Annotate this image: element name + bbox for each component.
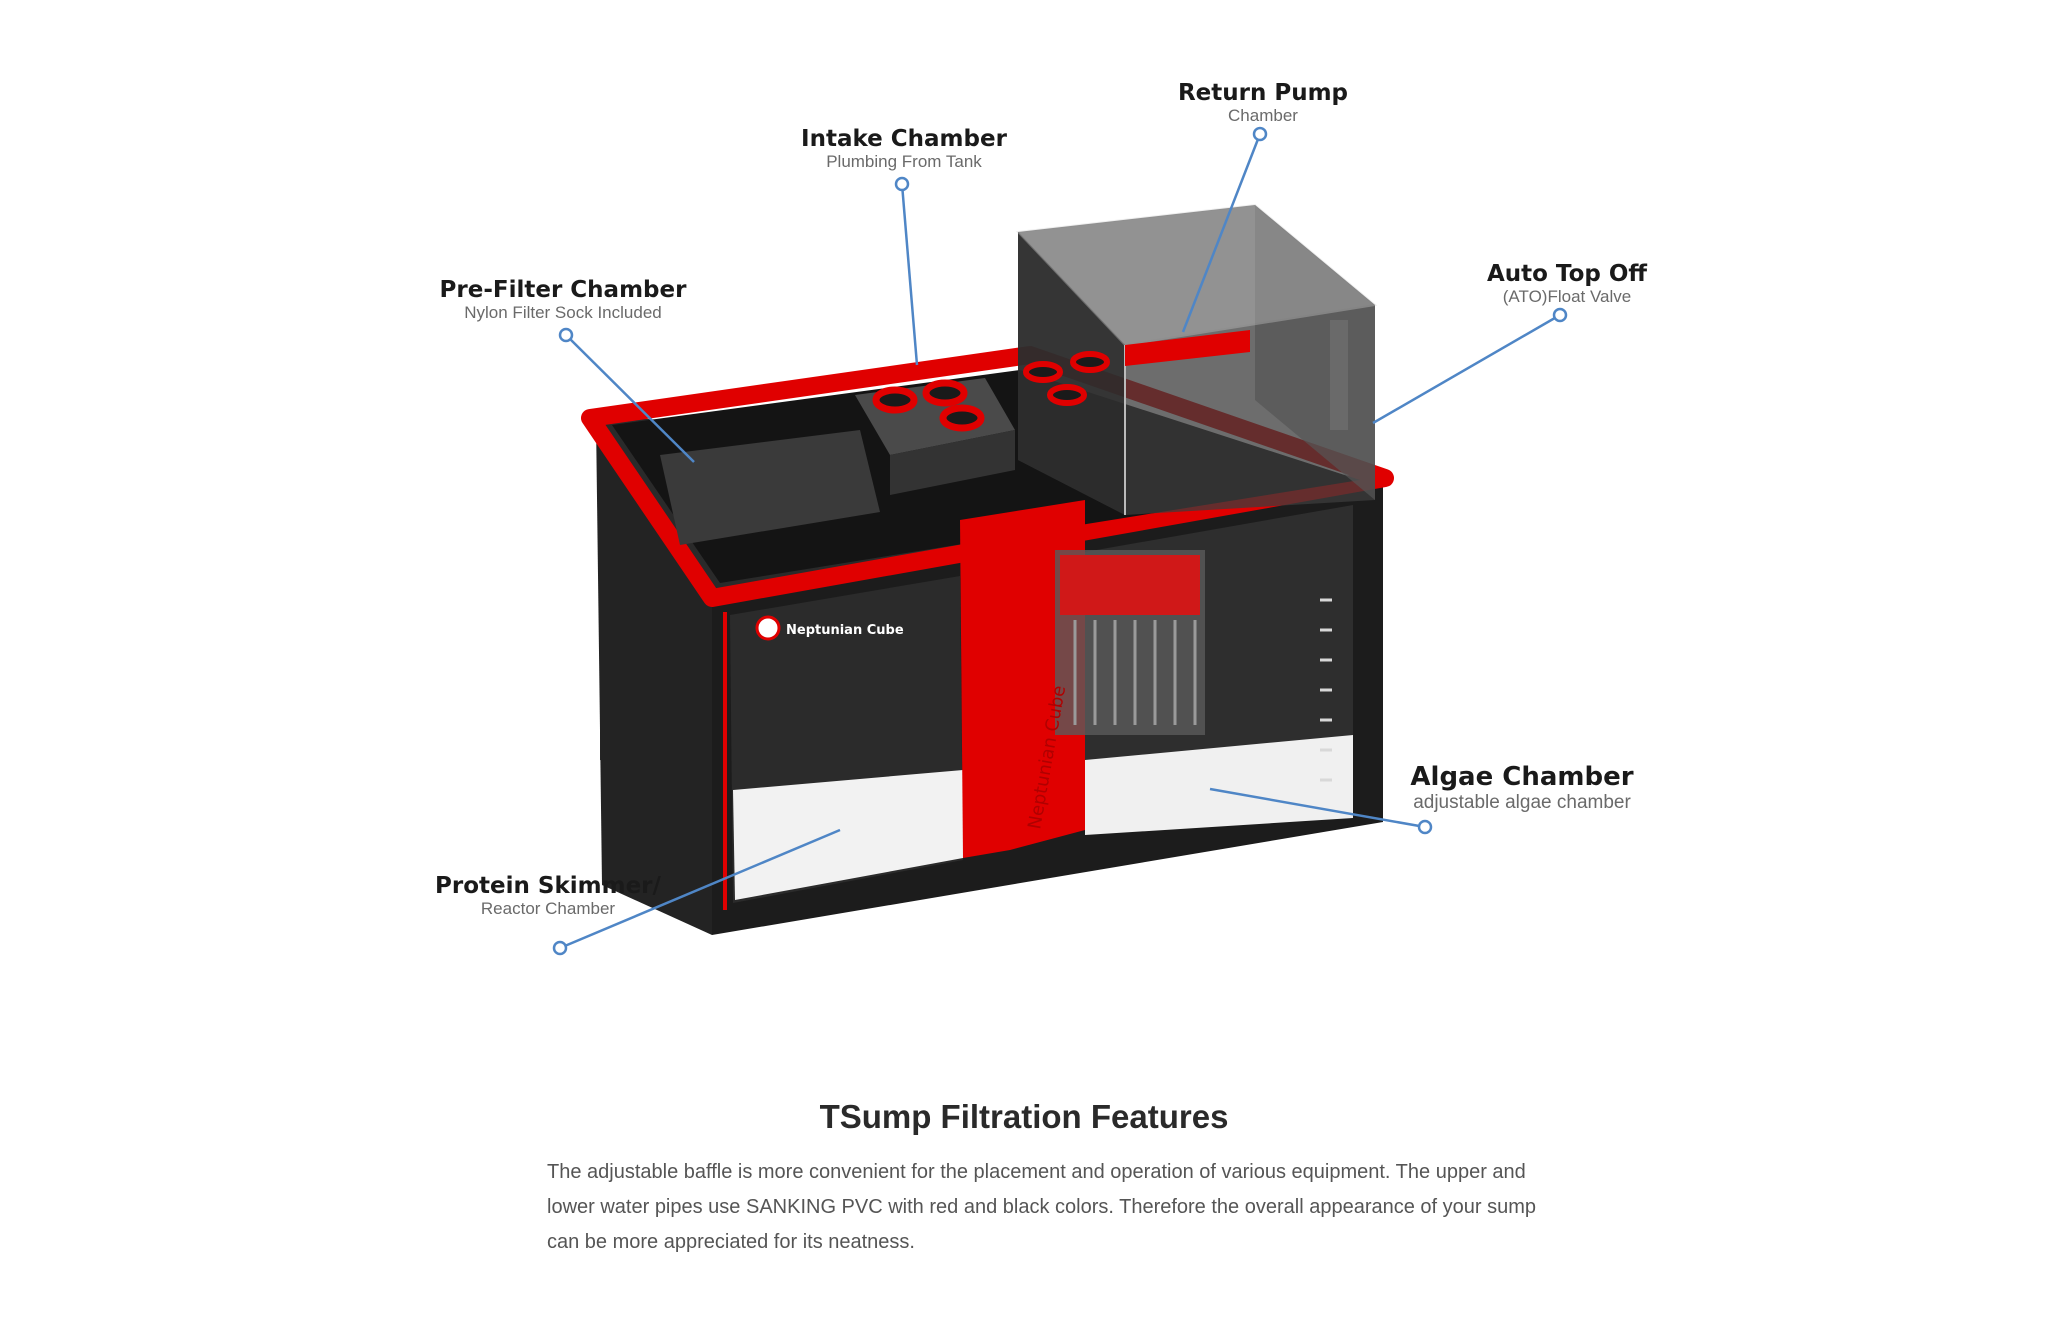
leader-algae bbox=[1209, 787, 1426, 829]
top-red-rim bbox=[581, 346, 1394, 607]
callout-ato: Auto Top Off (ATO)Float Valve bbox=[1487, 261, 1647, 306]
callout-algae-title: Algae Chamber bbox=[1410, 762, 1633, 792]
section-description: The adjustable baffle is more convenient… bbox=[547, 1161, 1537, 1253]
dot-skimmer bbox=[552, 940, 568, 956]
callout-ato-title: Auto Top Off bbox=[1487, 261, 1647, 287]
skimmer-floor bbox=[733, 770, 963, 900]
intake-pipe-1 bbox=[872, 386, 918, 414]
intake-pipe-2 bbox=[922, 379, 968, 407]
intake-plate bbox=[855, 378, 1015, 495]
callout-skimmer: Protein Skimmer/ Reactor Chamber bbox=[435, 873, 661, 918]
callout-prefilter-title: Pre-Filter Chamber bbox=[440, 277, 688, 303]
brand-logo-icon bbox=[755, 615, 781, 641]
brand-logo-text: Neptunian Cube bbox=[786, 623, 904, 638]
return-pipe-1 bbox=[1023, 361, 1063, 383]
leader-intake bbox=[900, 183, 919, 366]
tank-left-panel bbox=[596, 420, 712, 935]
callout-intake-title: Intake Chamber bbox=[801, 126, 1008, 152]
callout-return-pump-title: Return Pump bbox=[1178, 80, 1348, 106]
level-gauge bbox=[1320, 598, 1332, 782]
prefilter-box bbox=[660, 430, 880, 545]
dot-prefilter bbox=[558, 327, 574, 343]
callout-intake: Intake Chamber Plumbing From Tank bbox=[801, 126, 1008, 171]
sump-tank: Neptunian Cube Neptunian Cube bbox=[581, 346, 1394, 935]
callout-prefilter-subtitle: Nylon Filter Sock Included bbox=[464, 303, 661, 322]
callout-intake-subtitle: Plumbing From Tank bbox=[826, 152, 982, 171]
return-pump-chamber bbox=[1015, 203, 1378, 515]
callout-algae: Algae Chamber adjustable algae chamber bbox=[1410, 762, 1633, 813]
dot-algae bbox=[1417, 819, 1433, 835]
dot-return-pump bbox=[1252, 126, 1268, 142]
intake-pipe-3 bbox=[939, 404, 985, 432]
leader-return-pump bbox=[1181, 133, 1262, 333]
section-title: TSump Filtration Features bbox=[819, 1098, 1229, 1135]
ato-float-valve bbox=[1330, 320, 1348, 430]
callout-ato-subtitle: (ATO)Float Valve bbox=[1503, 287, 1631, 306]
red-baffle bbox=[960, 500, 1085, 858]
algae-floor bbox=[1085, 735, 1353, 835]
callout-leaders bbox=[552, 126, 1568, 956]
dot-intake bbox=[894, 176, 910, 192]
callout-prefilter: Pre-Filter Chamber Nylon Filter Sock Inc… bbox=[440, 277, 688, 322]
algae-scrubber-grid bbox=[1055, 550, 1205, 735]
leader-ato bbox=[1372, 313, 1561, 425]
return-pipe-3 bbox=[1047, 384, 1087, 406]
dot-ato bbox=[1552, 307, 1568, 323]
leader-prefilter bbox=[565, 334, 695, 463]
callout-return-pump: Return Pump Chamber bbox=[1178, 80, 1348, 125]
leader-skimmer bbox=[559, 828, 841, 950]
callout-skimmer-title: Protein Skimmer/ bbox=[435, 873, 661, 899]
return-pipe-2 bbox=[1070, 351, 1110, 373]
callout-algae-subtitle: adjustable algae chamber bbox=[1413, 792, 1631, 813]
callout-return-pump-subtitle: Chamber bbox=[1228, 106, 1298, 125]
callout-skimmer-subtitle: Reactor Chamber bbox=[481, 899, 616, 918]
